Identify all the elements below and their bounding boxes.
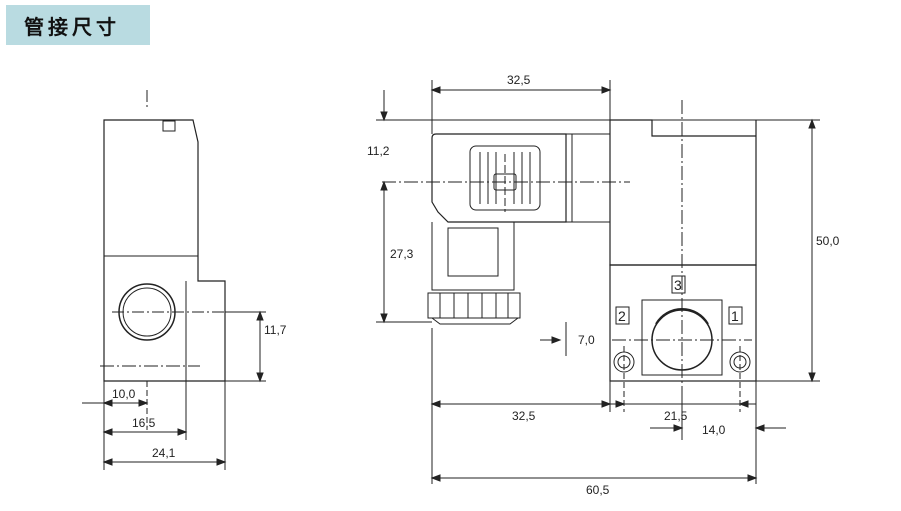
arrows-24-1 — [102, 458, 227, 466]
coil-housing — [565, 133, 611, 223]
port-1-label: 1 — [731, 308, 739, 324]
dim-10-0: 10,0 — [112, 387, 136, 401]
left-view: 11,7 10,0 16,5 24,1 — [82, 90, 287, 470]
port-3-box — [671, 275, 686, 294]
port-2-box — [615, 306, 630, 325]
arrows-50-0 — [808, 118, 816, 383]
dim-14-0: 14,0 — [702, 423, 726, 437]
arrows-32-5-top — [430, 86, 612, 94]
arrow-14-0-left — [673, 424, 684, 432]
port-1-box — [728, 306, 743, 325]
port-2-label: 2 — [618, 308, 626, 324]
connector-neck — [431, 222, 515, 291]
dim-32-5-top: 32,5 — [507, 73, 531, 87]
arrows-60-5 — [430, 474, 758, 482]
dim-11-7: 11,7 — [264, 323, 287, 337]
arrows-10-0 — [102, 399, 149, 407]
connector-ribs — [479, 152, 531, 204]
side-body-outline — [103, 119, 226, 382]
arrows-21-5 — [615, 400, 749, 408]
valve-upper-body — [609, 119, 757, 266]
dim-16-5: 16,5 — [132, 416, 156, 430]
connector-neck-inner — [447, 227, 499, 277]
arrows-16-5 — [102, 428, 188, 436]
valve-lower-body — [609, 264, 757, 382]
dim-32-5-bottom: 32,5 — [512, 409, 536, 423]
dim-50-0: 50,0 — [816, 234, 840, 248]
page-title: 管接尺寸 — [24, 15, 120, 39]
cable-gland-nut — [427, 292, 521, 319]
arrows-32-5-bottom — [430, 400, 612, 408]
arrows-11-7 — [256, 310, 264, 383]
valve-top-outline — [610, 119, 757, 265]
dim-60-5: 60,5 — [586, 483, 610, 497]
gland-knurl — [439, 293, 509, 318]
port-block — [641, 299, 723, 376]
dim-7-0: 7,0 — [578, 333, 595, 347]
dim-21-5: 21,5 — [664, 409, 688, 423]
top-notch — [162, 120, 176, 132]
arrow-14-0-right — [754, 424, 765, 432]
title-banner: 管接尺寸 — [6, 5, 150, 45]
dim-24-1: 24,1 — [152, 446, 176, 460]
arrow-27-3-bottom — [380, 313, 388, 324]
arrow-7-0 — [551, 336, 562, 344]
dim-11-2: 11,2 — [367, 144, 390, 158]
arrow-11-2-upper — [380, 111, 388, 122]
right-view: 2 3 1 32,5 11,2 27,3 7,0 50,0 — [367, 73, 840, 497]
gland-skirt — [431, 317, 519, 325]
dim-27-3: 27,3 — [390, 247, 414, 261]
connector-plug-outline — [431, 133, 567, 223]
port-3-label: 3 — [674, 277, 682, 293]
